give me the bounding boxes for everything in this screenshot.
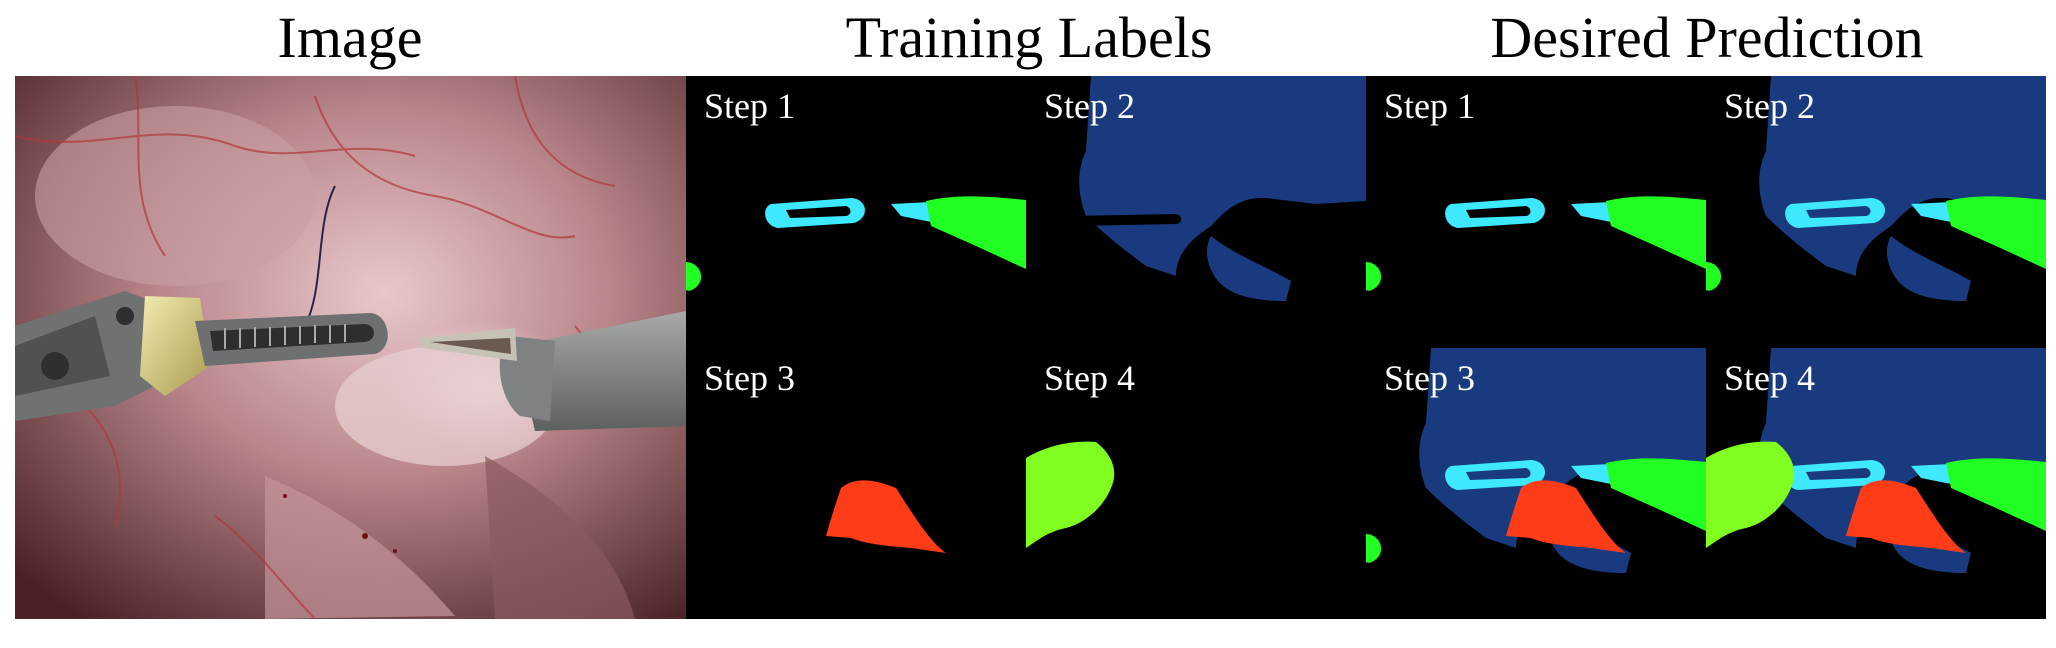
- training-labels-panel: Step 1 Step 2 Step 3 Step 4: [686, 76, 1366, 619]
- step-label: Step 1: [1384, 86, 1476, 126]
- training-step-1-mask: [686, 196, 1026, 291]
- training-step-2: Step 2: [1026, 76, 1366, 347]
- prediction-step-3: Step 3: [1366, 348, 1706, 619]
- surgical-scene-illustration: [15, 76, 686, 619]
- training-step-3: Step 3: [686, 348, 1026, 619]
- title-training-labels: Training Labels: [845, 5, 1213, 70]
- step-label: Step 2: [1044, 86, 1136, 126]
- prediction-step-2: Step 2: [1706, 76, 2046, 347]
- step-label: Step 2: [1724, 86, 1816, 126]
- prediction-step-3-mask: [1366, 348, 1706, 573]
- step-label: Step 4: [1044, 358, 1136, 398]
- prediction-step-2-mask: [1706, 76, 2046, 301]
- prediction-step-1-mask: [1366, 196, 1706, 291]
- training-step-4: Step 4: [1026, 348, 1366, 619]
- step-label: Step 4: [1724, 358, 1816, 398]
- prediction-step-4: Step 4: [1706, 348, 2046, 619]
- training-step-2-mask: [1071, 76, 1366, 301]
- step-label: Step 1: [704, 86, 796, 126]
- training-step-3-mask: [826, 480, 946, 553]
- prediction-step-1: Step 1: [1366, 76, 1706, 347]
- desired-prediction-panel: Step 1 Step 2 Step 3: [1366, 76, 2046, 619]
- step-label: Step 3: [704, 358, 796, 398]
- prediction-step-4-mask: [1706, 348, 2046, 573]
- step-label: Step 3: [1384, 358, 1476, 398]
- title-image: Image: [277, 5, 423, 70]
- title-desired-prediction: Desired Prediction: [1490, 5, 1924, 70]
- training-step-1: Step 1: [686, 76, 1026, 347]
- training-step-4-mask: [1026, 441, 1115, 548]
- surgical-image: [15, 76, 686, 619]
